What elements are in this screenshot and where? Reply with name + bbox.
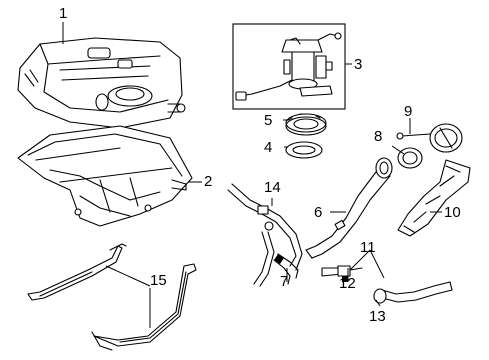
leader-lines [62,22,442,328]
fuel-tank[interactable] [17,37,186,129]
callout-15: 15 [150,272,167,289]
lock-ring[interactable] [285,113,327,136]
elbow-13[interactable] [373,288,387,304]
callout-13: 13 [369,308,386,325]
hose-11[interactable] [381,281,453,303]
callout-12: 12 [339,275,356,292]
callout-6: 6 [314,204,322,221]
filler-pipe-housing[interactable] [397,159,471,237]
callout-1: 1 [59,5,67,22]
callout-3: 3 [354,56,362,73]
callout-5: 5 [264,112,272,129]
vent-tube[interactable] [227,183,303,287]
callout-10: 10 [444,204,461,221]
gasket-seal[interactable] [285,141,323,159]
callout-2: 2 [204,173,212,190]
callout-7: 7 [280,273,288,290]
tank-strap-left[interactable] [27,243,127,301]
callout-14: 14 [264,179,281,196]
fuel-pump-inset[interactable] [232,23,346,110]
callout-8: 8 [374,128,382,145]
connector-12[interactable] [321,265,363,282]
tank-strap-right[interactable] [91,263,197,351]
filler-pipe[interactable] [305,157,393,259]
fuel-cap[interactable] [396,123,463,153]
callout-4: 4 [264,139,272,156]
callout-9: 9 [404,103,412,120]
callout-labels: 1 2 3 4 5 6 7 8 9 10 11 12 13 14 15 [59,5,461,325]
callout-11: 11 [360,239,376,256]
tank-shield[interactable] [17,125,193,227]
filler-seal[interactable] [397,147,423,169]
